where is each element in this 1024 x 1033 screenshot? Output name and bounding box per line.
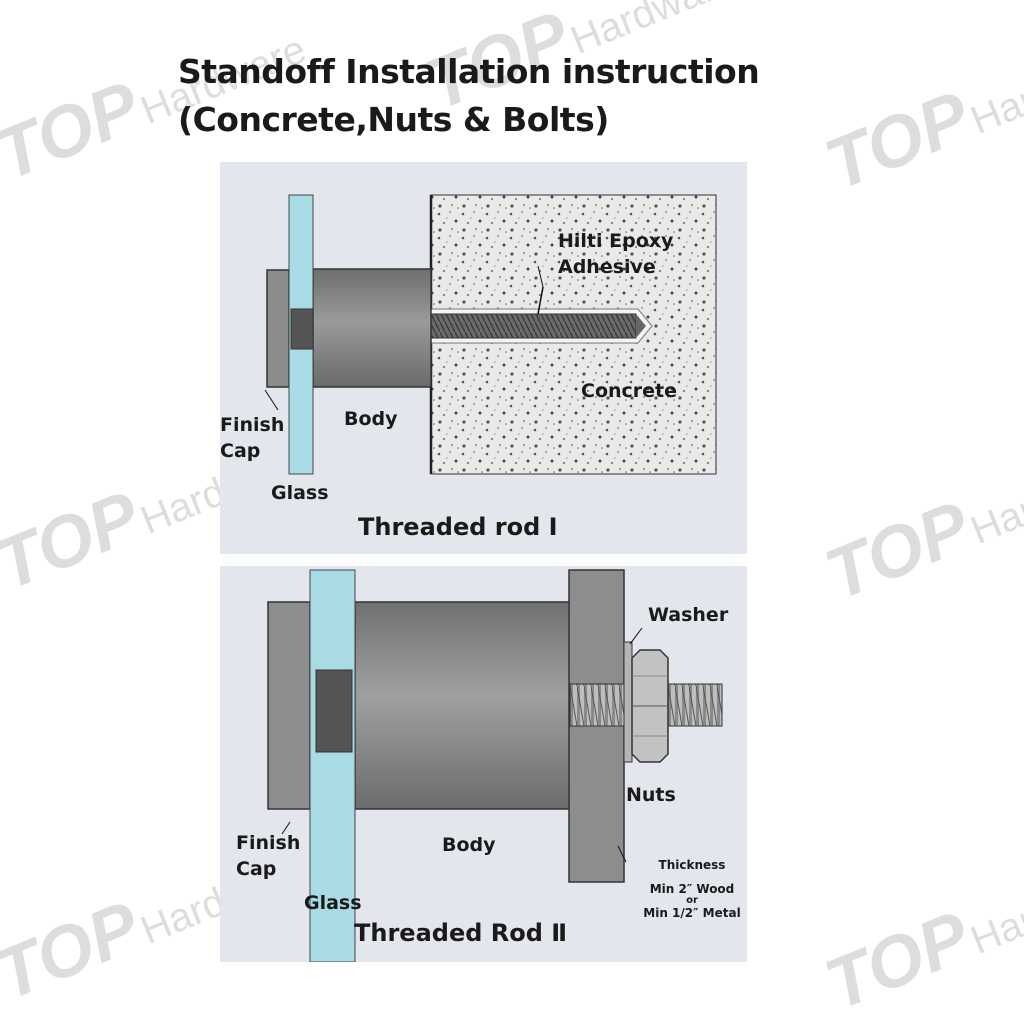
svg-text:Hardware: Hardware [965,857,1024,963]
label-glass: Glass [271,482,329,504]
label-body: Body [344,408,398,430]
glass-connector [290,308,314,350]
label-washer: Washer [648,604,729,626]
page-subtitle: (Concrete,Nuts & Bolts) [178,100,609,139]
standoff-body [312,268,432,388]
page-title: Standoff Installation instruction [178,52,760,91]
caption-threaded-rod-2: Threaded Rod Ⅱ [354,919,568,947]
threaded-rod [430,313,637,339]
svg-text:TOP: TOP [0,886,152,1015]
svg-text:Hardware: Hardware [965,37,1024,143]
svg-text:TOP: TOP [815,896,982,1025]
label-nuts: Nuts [626,784,676,806]
diagram-2-drawing [267,569,723,962]
svg-text:TOP: TOP [0,476,152,605]
label-finish-cap: Finish Cap [236,832,301,880]
washer [623,641,633,763]
svg-text:TOP: TOP [0,66,152,195]
caption-threaded-rod-1: Threaded rod Ⅰ [358,513,558,541]
diagram-threaded-rod-1: Hilti Epoxy Adhesive Concrete Finish Cap… [220,162,747,554]
label-body: Body [442,834,496,856]
label-concrete: Concrete [581,380,678,402]
finish-cap [267,601,311,810]
standoff-body [354,601,571,810]
label-finish-cap: Finish Cap [220,414,285,462]
diagram-1-drawing [264,194,717,475]
glass-connector [315,669,353,753]
svg-text:Hardware: Hardware [965,447,1024,553]
glass-panel [309,569,356,962]
label-epoxy: Hilti Epoxy Adhesive [558,230,674,278]
finish-cap [266,269,290,388]
diagram-threaded-rod-2: Washer Nuts Thickness Min 2″ Wood or Min… [220,566,747,962]
svg-text:TOP: TOP [815,76,982,205]
label-glass: Glass [304,892,362,914]
label-thickness: Thickness Min 2″ Wood or Min 1/2″ Metal [643,858,741,920]
svg-text:TOP: TOP [815,486,982,615]
